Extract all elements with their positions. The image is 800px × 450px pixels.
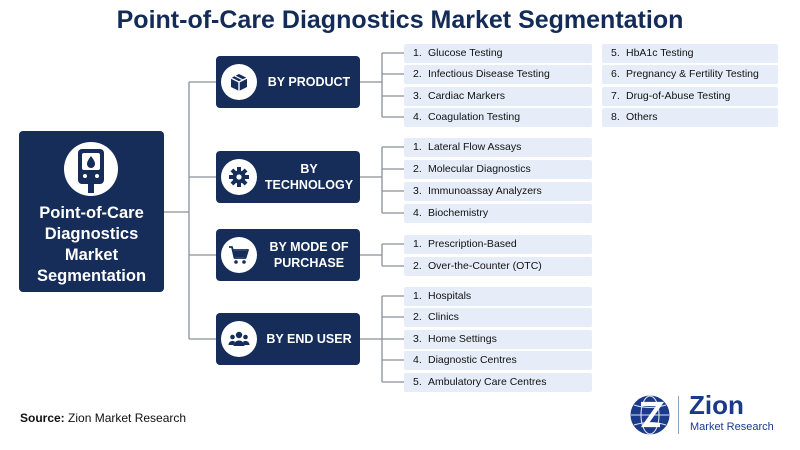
glucose-meter-icon [63, 140, 119, 203]
segment-label: BY END USER [262, 313, 356, 365]
item-text: HbA1c Testing [626, 47, 694, 59]
item-number: 2. [413, 163, 422, 175]
segment-by-technology: BY TECHNOLOGY [216, 151, 360, 203]
list-item: 1. Prescription-Based [404, 235, 592, 254]
item-text: Infectious Disease Testing [428, 68, 550, 80]
item-text: Clinics [428, 311, 459, 323]
list-item: 2. Clinics [404, 308, 592, 327]
segment-label-text: BY MODE OF [269, 240, 349, 254]
list-item: 2. Molecular Diagnostics [404, 160, 592, 179]
item-number: 2. [413, 68, 422, 80]
source-note: Source: Zion Market Research [20, 411, 186, 425]
item-text: Hospitals [428, 290, 472, 302]
item-number: 3. [413, 333, 422, 345]
brand-logo: Zion Market Research [629, 390, 794, 441]
item-text: Lateral Flow Assays [428, 141, 522, 153]
item-text: Drug-of-Abuse Testing [626, 90, 731, 102]
item-number: 6. [611, 68, 620, 80]
item-number: 4. [413, 111, 422, 123]
item-number: 7. [611, 90, 620, 102]
item-text: Diagnostic Centres [428, 354, 517, 366]
list-item: 6. Pregnancy & Fertility Testing [602, 65, 778, 84]
item-text: Over-the-Counter (OTC) [428, 260, 542, 272]
item-number: 2. [413, 311, 422, 323]
item-number: 5. [611, 47, 620, 59]
list-item: 1. Glucose Testing [404, 44, 592, 63]
segment-label-text: BY END USER [266, 332, 352, 346]
item-number: 4. [413, 354, 422, 366]
shopping-cart-icon [221, 237, 257, 273]
item-number: 1. [413, 47, 422, 59]
item-number: 1. [413, 141, 422, 153]
item-number: 5. [413, 376, 422, 388]
root-label-line: Diagnostics [44, 225, 139, 243]
logo-separator [678, 396, 679, 434]
segment-by-product: BY PRODUCT [216, 56, 360, 108]
list-item: 7. Drug-of-Abuse Testing [602, 87, 778, 106]
list-item: 3. Cardiac Markers [404, 87, 592, 106]
item-number: 1. [413, 238, 422, 250]
item-text: Others [626, 111, 658, 123]
root-label: Point-of-Care Diagnostics Market Segment… [19, 203, 164, 287]
list-item: 5. HbA1c Testing [602, 44, 778, 63]
list-item: 2. Over-the-Counter (OTC) [404, 257, 592, 276]
item-number: 2. [413, 260, 422, 272]
item-number: 3. [413, 185, 422, 197]
logo-subtitle: Market Research [690, 421, 774, 433]
root-label-line: Segmentation [36, 267, 147, 285]
item-text: Glucose Testing [428, 47, 503, 59]
list-item: 4. Coagulation Testing [404, 108, 592, 127]
gear-icon [221, 159, 257, 195]
list-item: 5. Ambulatory Care Centres [404, 373, 592, 392]
list-item: 3. Immunoassay Analyzers [404, 182, 592, 201]
segment-label: BY TECHNOLOGY [262, 151, 356, 203]
list-item: 1. Lateral Flow Assays [404, 138, 592, 157]
item-text: Prescription-Based [428, 238, 517, 250]
globe-z-icon [629, 394, 671, 441]
segment-label: BY PRODUCT [262, 56, 356, 108]
root-node: Point-of-Care Diagnostics Market Segment… [19, 131, 164, 292]
root-label-line: Point-of-Care [39, 204, 144, 222]
logo-name: Zion [689, 390, 744, 420]
segment-label-text: BY PRODUCT [267, 75, 351, 89]
list-item: 3. Home Settings [404, 330, 592, 349]
item-text: Molecular Diagnostics [428, 163, 531, 175]
product-box-icon [221, 64, 257, 100]
item-number: 4. [413, 207, 422, 219]
item-text: Ambulatory Care Centres [428, 376, 547, 388]
segment-by-end-user: BY END USER [216, 313, 360, 365]
list-item: 8. Others [602, 108, 778, 127]
item-text: Pregnancy & Fertility Testing [626, 68, 759, 80]
users-group-icon [221, 321, 257, 357]
list-item: 2. Infectious Disease Testing [404, 65, 592, 84]
item-text: Biochemistry [428, 207, 489, 219]
item-text: Home Settings [428, 333, 497, 345]
segment-by-mode-of-purchase: BY MODE OF PURCHASE [216, 229, 360, 281]
segment-label: BY MODE OF PURCHASE [262, 229, 356, 281]
segment-label-text: PURCHASE [273, 256, 345, 270]
root-label-line: Market [64, 246, 119, 264]
item-number: 1. [413, 290, 422, 302]
item-text: Immunoassay Analyzers [428, 185, 542, 197]
segment-label-text: BY TECHNOLOGY [264, 162, 354, 192]
source-value: Zion Market Research [68, 411, 187, 425]
item-number: 3. [413, 90, 422, 102]
page-title: Point-of-Care Diagnostics Market Segment… [116, 6, 684, 34]
item-text: Cardiac Markers [428, 90, 506, 102]
item-text: Coagulation Testing [428, 111, 521, 123]
list-item: 1. Hospitals [404, 287, 592, 306]
list-item: 4. Diagnostic Centres [404, 351, 592, 370]
list-item: 4. Biochemistry [404, 204, 592, 223]
source-label: Source: [20, 411, 65, 425]
item-number: 8. [611, 111, 620, 123]
